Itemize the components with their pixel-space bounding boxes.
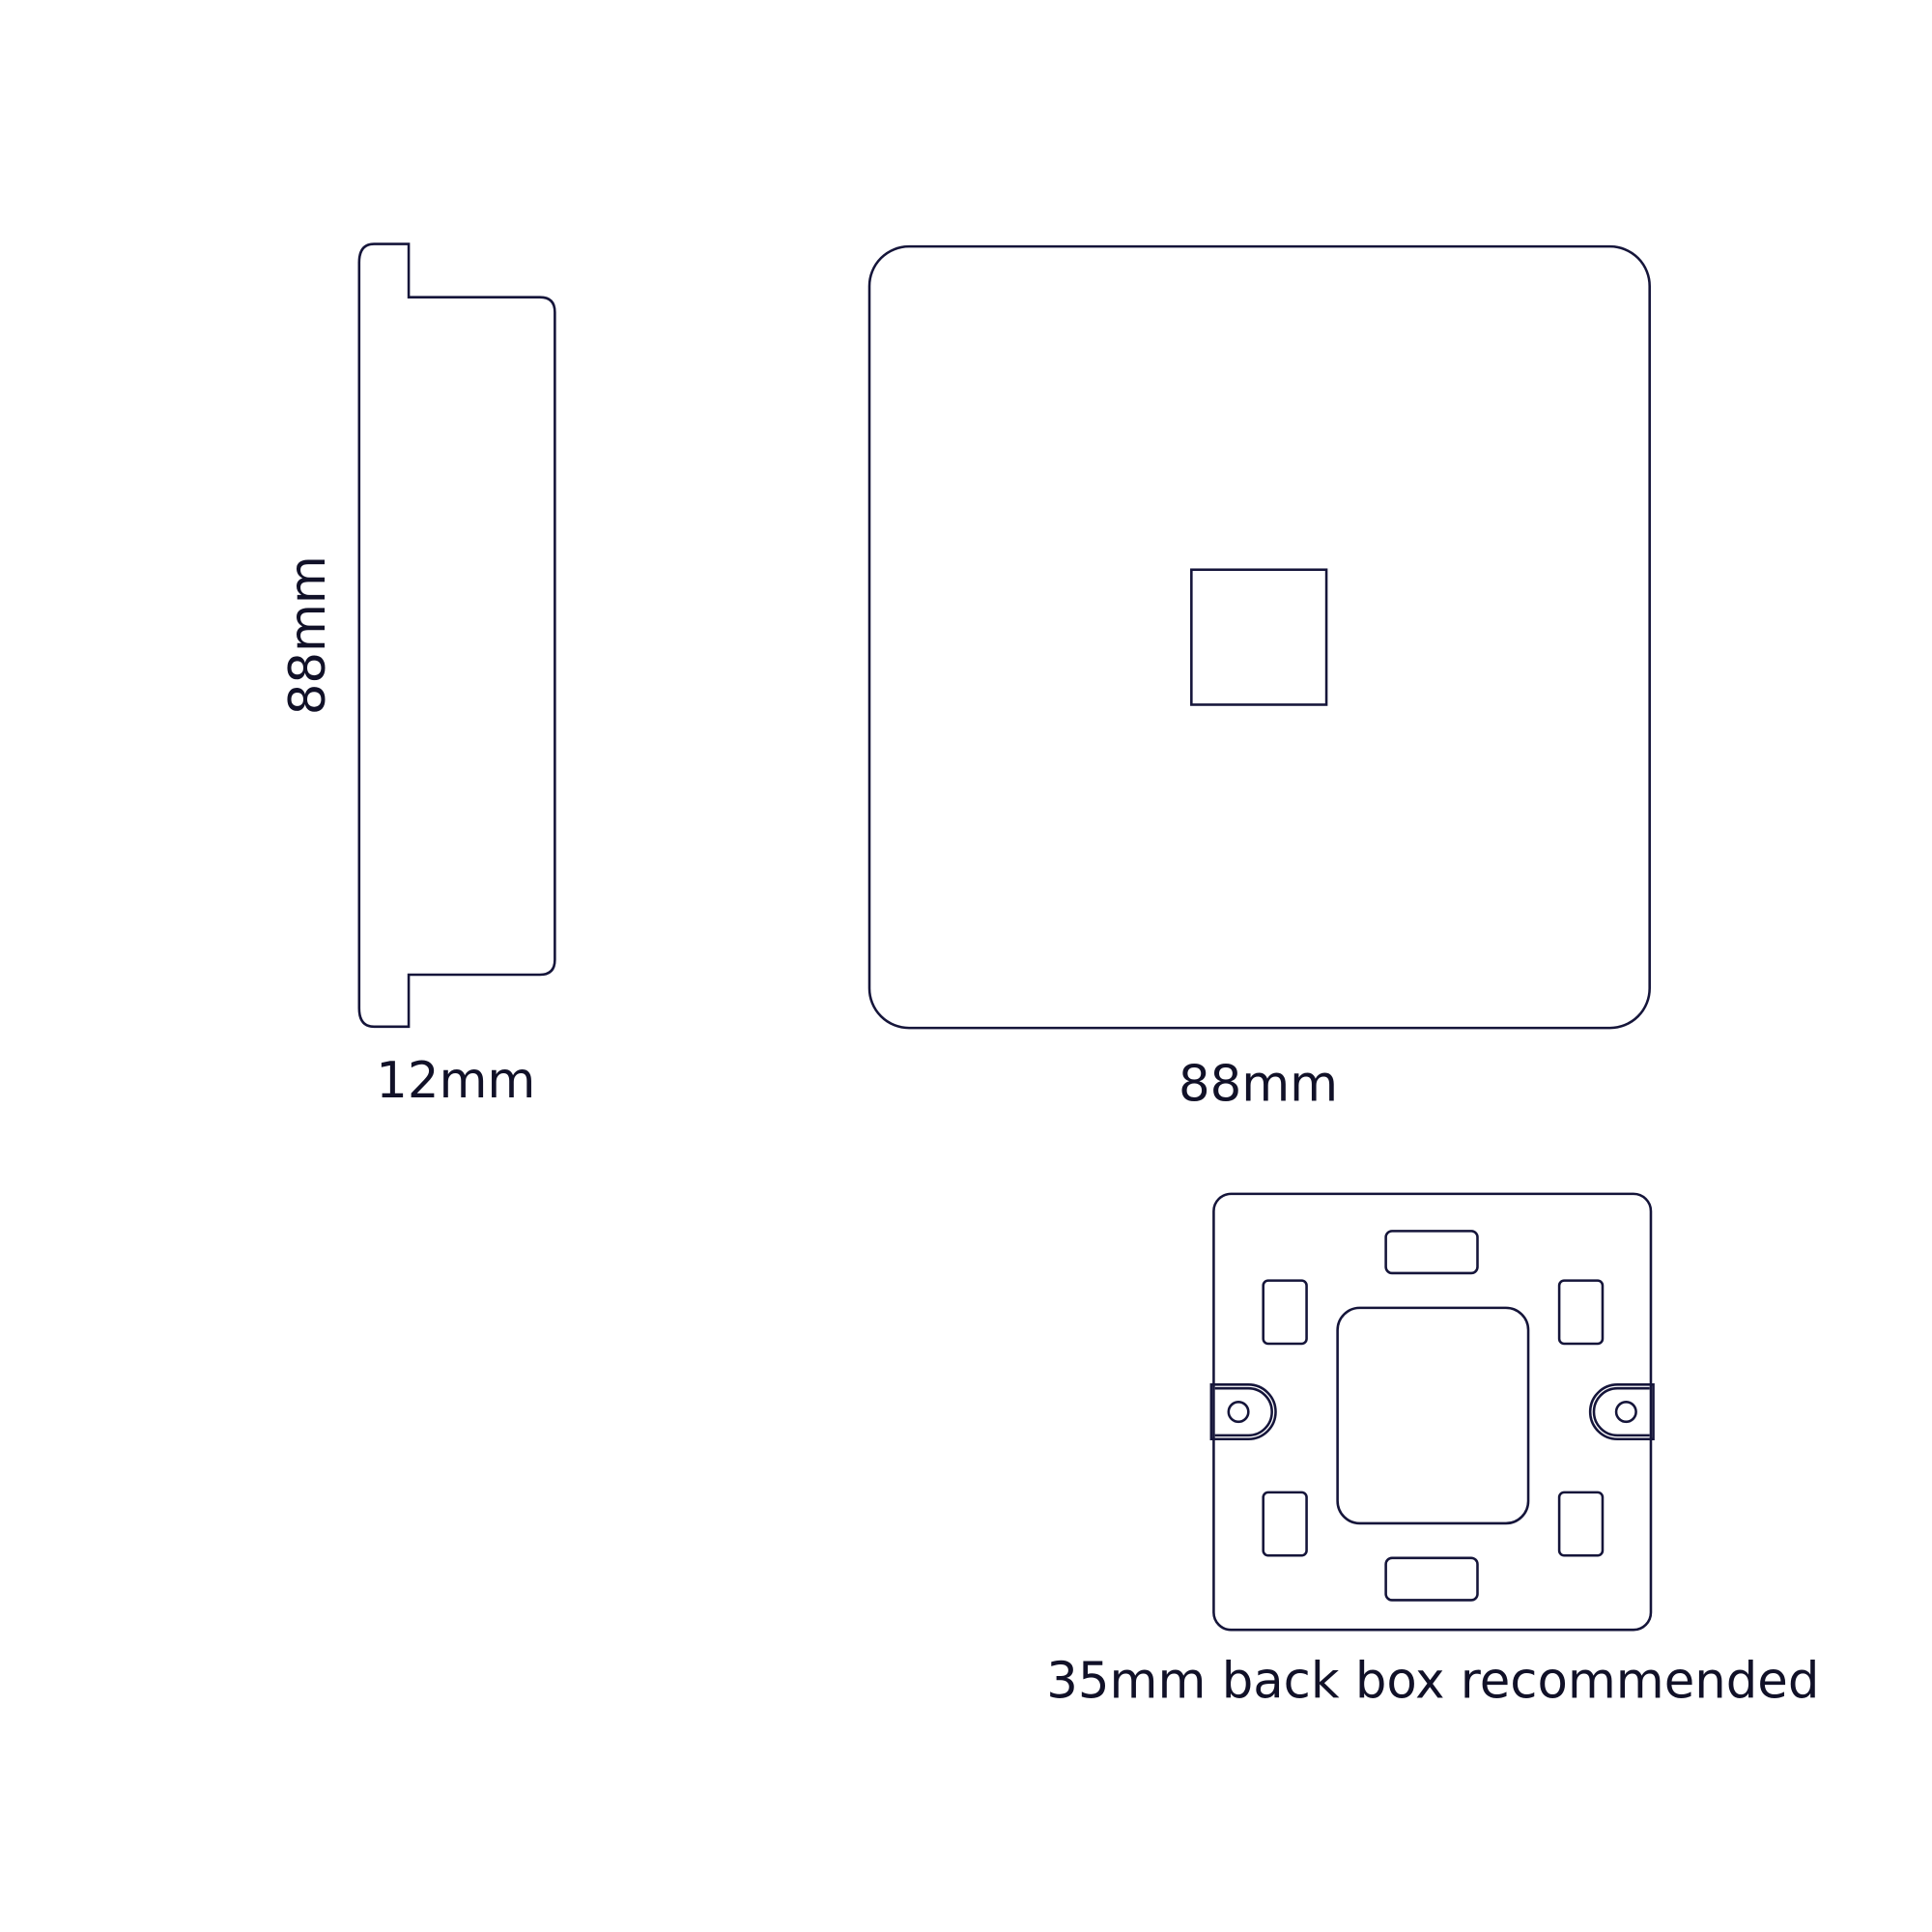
side-depth-label: 12mm (376, 1052, 535, 1110)
switch-square (1190, 568, 1328, 706)
front-width-label: 88mm (1179, 1056, 1338, 1114)
side-height-label: 88mm (279, 555, 337, 715)
left-mounting-ear (1209, 1383, 1277, 1441)
back-box-note: 35mm back box recommended (1046, 1653, 1819, 1711)
side-profile (357, 242, 556, 1029)
right-mounting-ear (1588, 1383, 1655, 1441)
front-plate (867, 244, 1651, 1030)
back-box (1209, 1192, 1655, 1632)
